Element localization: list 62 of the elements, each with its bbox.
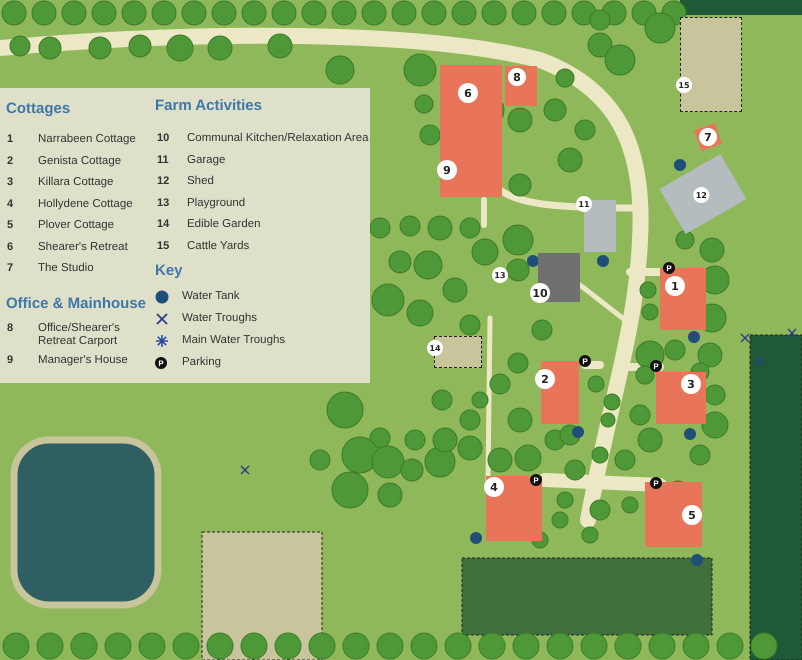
item-name: The Studio <box>38 262 95 275</box>
number-marker: 6 <box>458 83 478 103</box>
number-marker: 14 <box>427 340 443 356</box>
legend-label: Main Water Troughs <box>182 334 286 347</box>
number-marker: 10 <box>530 283 550 303</box>
number-marker: 9 <box>437 160 457 180</box>
item-name: Plover Cottage <box>38 219 116 232</box>
item-number: 6 <box>7 241 14 254</box>
item-name: Playground <box>187 197 246 210</box>
item-number: 7 <box>7 262 14 275</box>
number-marker: 13 <box>492 267 508 283</box>
item-name: Shed <box>187 175 215 188</box>
cottage-area <box>440 65 502 131</box>
cottage-area <box>656 372 706 424</box>
item-number: 15 <box>157 240 170 253</box>
number-marker: 4 <box>484 477 504 497</box>
item-name: Genista Cottage <box>38 155 122 168</box>
item-name: Office/Shearer's Retreat Carport <box>38 322 121 348</box>
office-area <box>505 66 537 106</box>
cottage-area <box>645 482 702 547</box>
item-number: 8 <box>7 322 14 335</box>
item-name: Manager's House <box>38 354 129 367</box>
item-number: 9 <box>7 354 14 367</box>
section-heading: Key <box>155 262 183 279</box>
number-marker: 3 <box>681 374 701 394</box>
item-number: 10 <box>157 132 170 145</box>
item-name: Killara Cottage <box>38 176 114 189</box>
item-name: Hollydene Cottage <box>38 198 134 211</box>
cottage-area <box>486 476 542 541</box>
number-marker: 11 <box>576 196 592 212</box>
number-marker: 7 <box>699 128 717 146</box>
item-number: 11 <box>157 154 169 167</box>
section-heading: Cottages <box>6 100 70 117</box>
item-name: Communal Kitchen/Relaxation Area <box>187 132 370 145</box>
item-number: 12 <box>157 175 170 188</box>
number-marker: 5 <box>682 505 702 525</box>
number-marker: 12 <box>693 187 710 203</box>
number-marker: 2 <box>535 369 555 389</box>
number-marker: 1 <box>665 276 685 296</box>
item-number: 4 <box>7 198 14 211</box>
item-name: Garage <box>187 154 226 167</box>
section-heading: Farm Activities <box>155 97 262 114</box>
section-heading: Office & Mainhouse <box>6 295 146 312</box>
parking-icon: P <box>663 262 675 274</box>
item-name: Edible Garden <box>187 218 262 231</box>
item-name: Shearer's Retreat <box>38 241 129 254</box>
item-number: 13 <box>157 197 170 210</box>
number-marker: 8 <box>508 68 526 86</box>
legend-label: Water Tank <box>182 290 240 303</box>
legend-label: Parking <box>182 356 221 369</box>
item-number: 2 <box>7 155 14 168</box>
house-area <box>440 131 502 197</box>
item-number: 5 <box>7 219 14 232</box>
number-marker: 15 <box>676 77 692 93</box>
item-number: 3 <box>7 176 14 189</box>
parking-icon: P <box>579 355 591 367</box>
legend-label: Water Troughs <box>182 312 257 325</box>
item-number: 14 <box>157 218 170 231</box>
item-name: Cattle Yards <box>187 240 250 253</box>
parking-icon: P <box>530 474 542 486</box>
item-number: 1 <box>7 133 14 146</box>
item-name: Narrabeen Cottage <box>38 133 137 146</box>
